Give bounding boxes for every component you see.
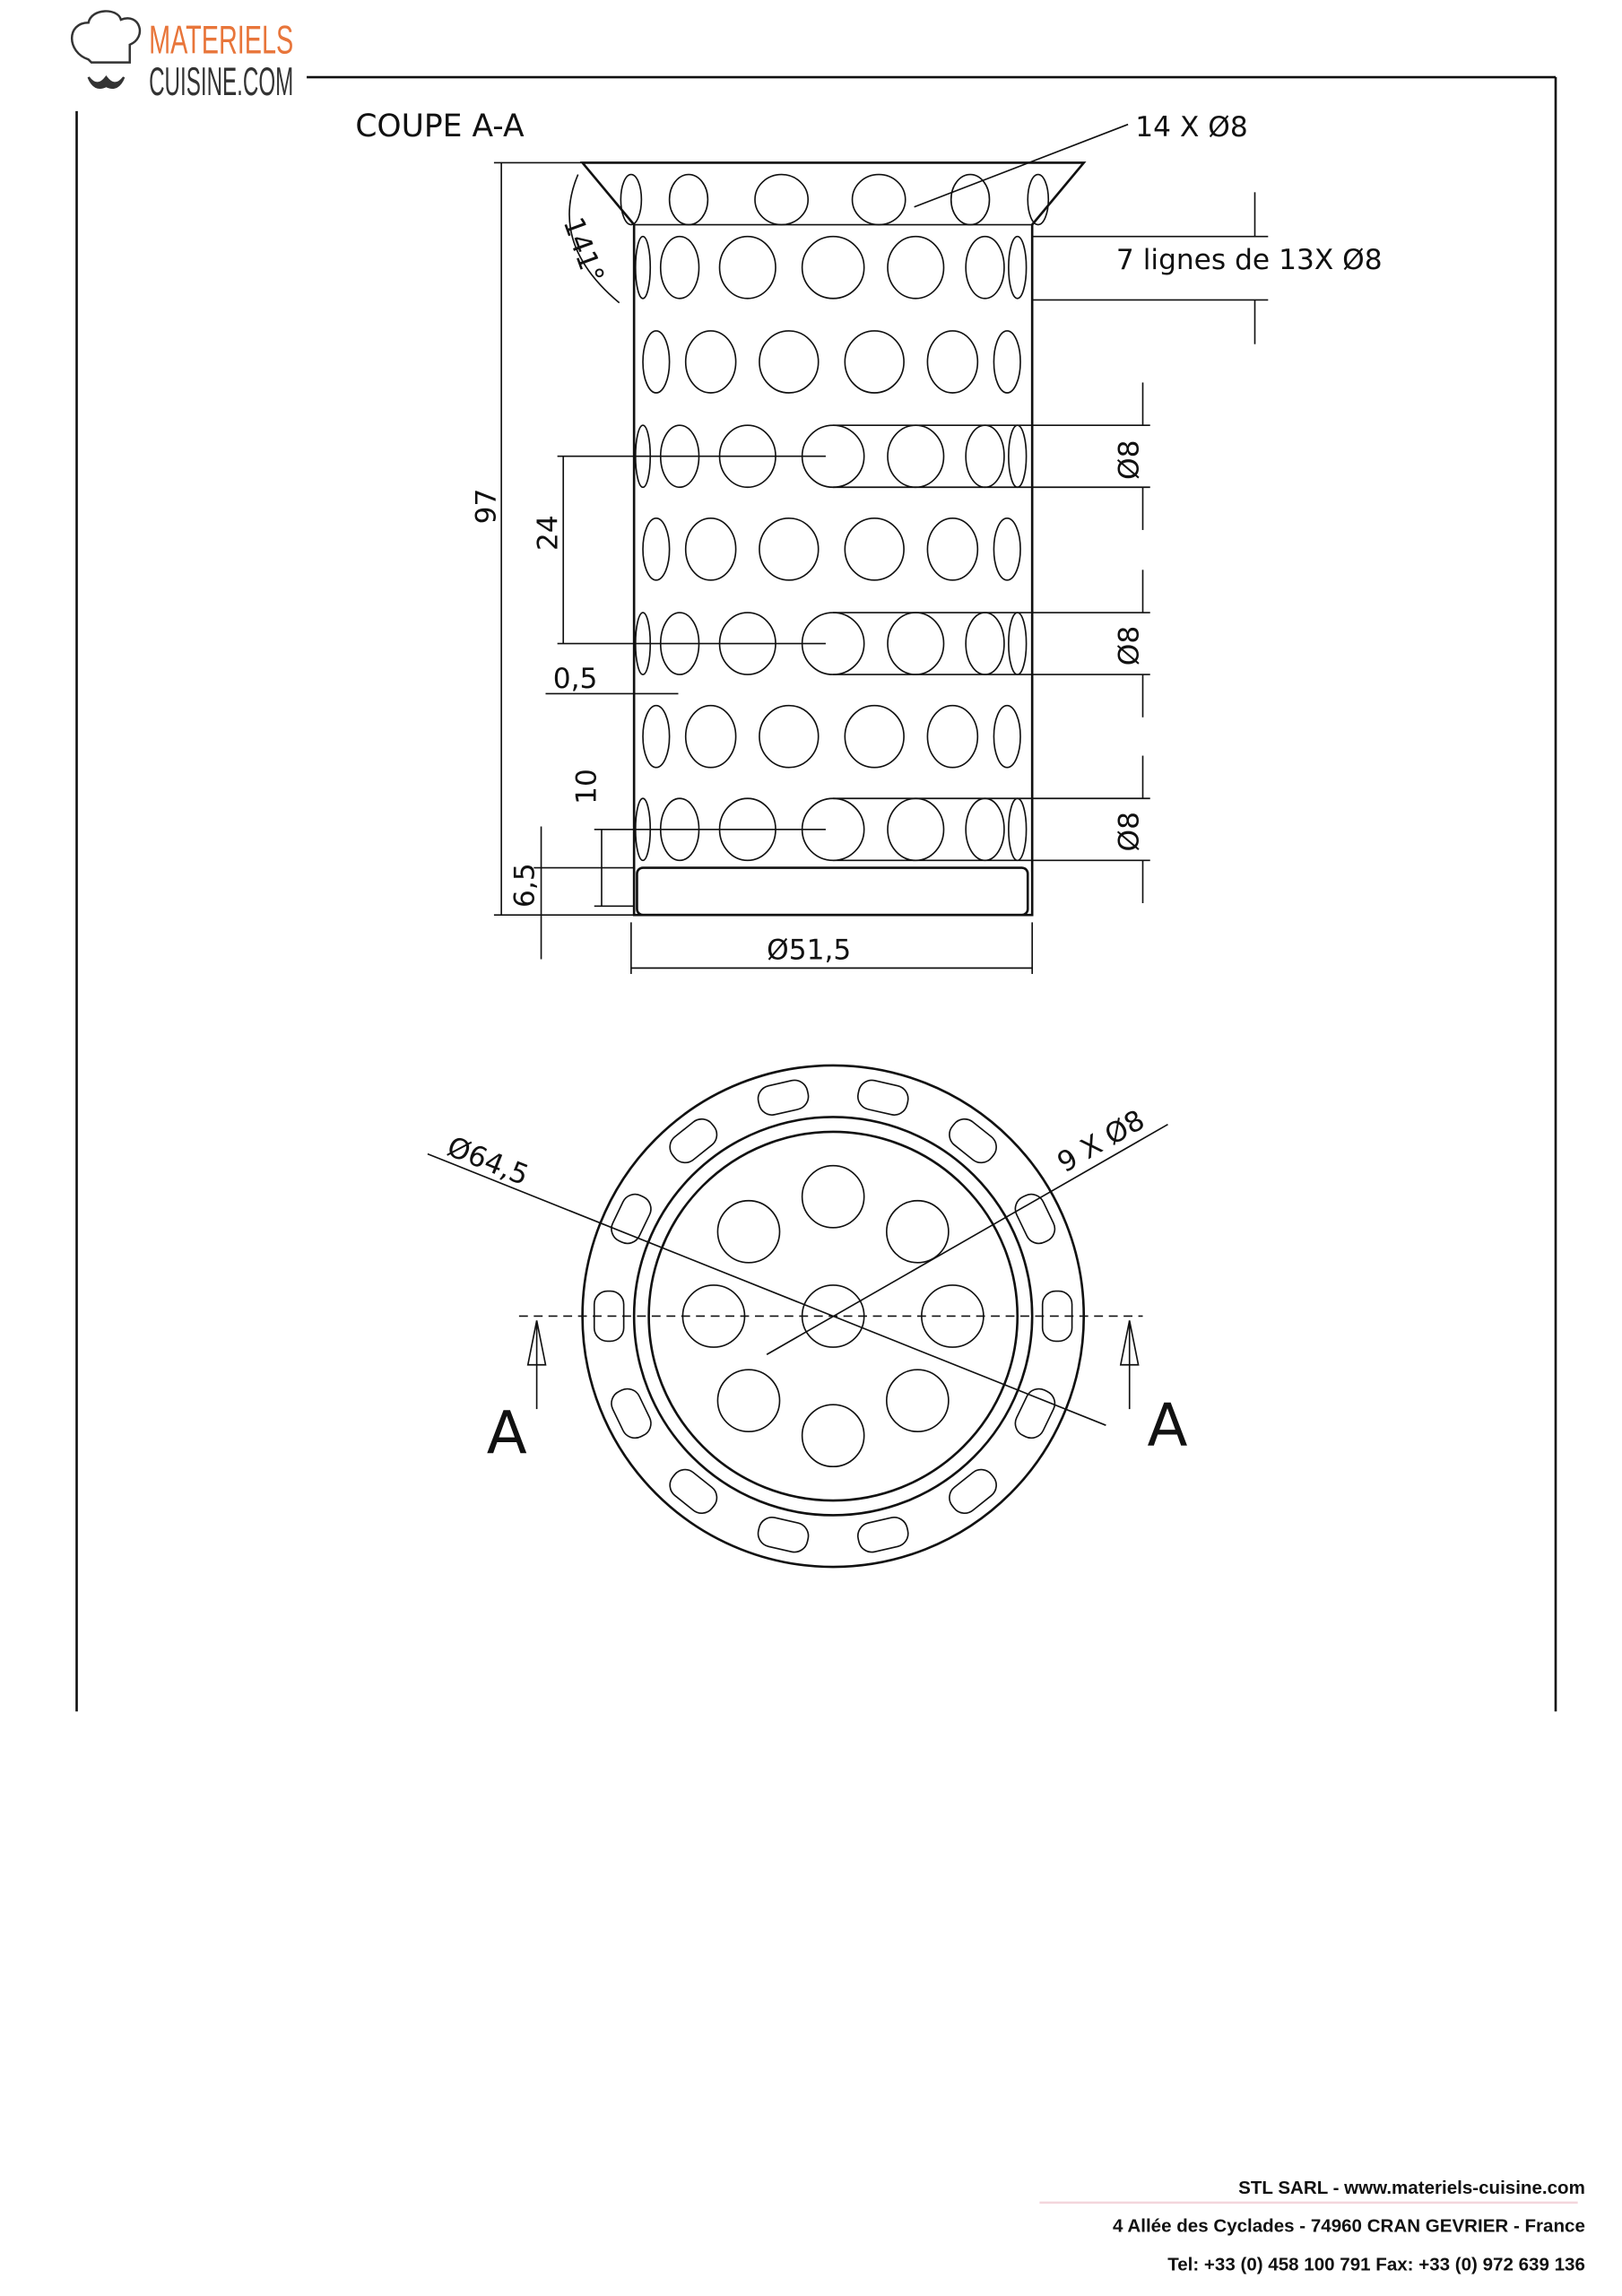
ring-slot xyxy=(856,1517,909,1553)
perforation-hole xyxy=(887,612,945,675)
ring-slot xyxy=(669,1118,718,1164)
flare-hole xyxy=(950,173,991,226)
angle-label: 141° xyxy=(557,213,611,288)
perforation-hole xyxy=(926,330,979,394)
pitch-label: 24 xyxy=(533,515,565,551)
perforation-hole xyxy=(659,235,700,300)
rows-label: 7 lignes de 13X Ø8 xyxy=(1116,244,1383,276)
perforation-hole xyxy=(844,704,905,769)
section-view: 14 X Ø8 7 lignes de 13X Ø8 141° 97 24 0,… xyxy=(471,111,1383,974)
perforation-hole xyxy=(759,330,820,394)
perforation-hole xyxy=(684,330,737,394)
top-view: Ø64,5 9 X Ø8 A A xyxy=(427,1064,1187,1569)
perforation-hole xyxy=(965,235,1005,300)
flare-hole xyxy=(620,173,643,226)
perforation-hole xyxy=(926,704,979,769)
bottom-hole xyxy=(801,1164,865,1229)
bottom-hole xyxy=(886,1369,950,1433)
flare-holes-label: 14 X Ø8 xyxy=(1135,111,1247,144)
ring-slot xyxy=(1014,1387,1056,1439)
perforation-hole xyxy=(965,424,1005,489)
perforation-hole xyxy=(926,517,979,581)
perforation-hole xyxy=(965,797,1005,862)
perforation-hole xyxy=(759,704,820,769)
perforation-hole xyxy=(887,797,945,862)
ring-slot xyxy=(611,1387,652,1439)
ring-slot xyxy=(1014,1193,1056,1245)
ring-slot xyxy=(856,1079,909,1116)
ring-slot xyxy=(611,1193,652,1245)
height-label: 97 xyxy=(471,489,503,525)
flare-hole xyxy=(754,173,810,226)
perforation-hole xyxy=(1008,612,1028,675)
perforation-hole xyxy=(634,235,652,300)
ring-slot xyxy=(949,1118,997,1164)
chef-hat-icon xyxy=(70,10,141,90)
ring-slot xyxy=(757,1079,810,1116)
hole-diameter-label: Ø8 xyxy=(1114,440,1146,480)
ring-slot xyxy=(949,1468,997,1515)
top-diameter-label: Ø64,5 xyxy=(443,1131,533,1193)
section-mark-left: A xyxy=(487,1398,527,1467)
perforation-hole xyxy=(759,517,820,581)
perforation-hole xyxy=(993,517,1021,581)
ring-slot xyxy=(669,1468,718,1515)
perforation-hole xyxy=(684,517,737,581)
perforation-hole xyxy=(1008,424,1028,489)
perforation-hole xyxy=(844,517,905,581)
section-mark-right: A xyxy=(1147,1391,1187,1460)
bottom-holes-label: 9 X Ø8 xyxy=(1052,1104,1149,1179)
flare-hole xyxy=(668,173,709,226)
bottom-offset-label: 10 xyxy=(570,769,603,804)
logo-line1: MATERIELS xyxy=(149,19,293,63)
flare-hole xyxy=(1027,173,1050,226)
logo-line2: CUISINE.COM xyxy=(149,60,293,104)
diameter-label: Ø51,5 xyxy=(767,934,851,966)
perforation-hole xyxy=(993,704,1021,769)
frame xyxy=(75,75,1557,1712)
hole-diameter-label: Ø8 xyxy=(1114,626,1146,665)
base-height-label: 6,5 xyxy=(508,863,541,908)
section-title: COUPE A-A xyxy=(355,109,525,144)
ring-slot xyxy=(757,1517,810,1553)
perforation-hole xyxy=(1008,797,1028,862)
bottom-hole xyxy=(716,1199,781,1264)
hole-diameter-label: Ø8 xyxy=(1114,812,1146,851)
logo: MATERIELS CUISINE.COM xyxy=(70,10,293,104)
perforation-hole xyxy=(642,704,671,769)
perforation-hole xyxy=(684,704,737,769)
bottom-hole xyxy=(716,1369,781,1433)
bottom-hole xyxy=(801,1404,865,1468)
perforation-hole xyxy=(965,612,1005,675)
flare-hole xyxy=(851,173,906,226)
footer: STL SARL - www.materiels-cuisine.com 4 A… xyxy=(1039,2178,1585,2274)
perforation-hole xyxy=(718,235,776,300)
perforation-hole xyxy=(844,330,905,394)
perforation-hole xyxy=(1008,235,1028,300)
thickness-label: 0,5 xyxy=(553,663,598,695)
perforation-hole xyxy=(887,235,945,300)
footer-contact: Tel: +33 (0) 458 100 791 Fax: +33 (0) 97… xyxy=(1167,2254,1585,2274)
perforation-hole xyxy=(642,330,671,394)
perforation-hole xyxy=(993,330,1021,394)
footer-company: STL SARL - www.materiels-cuisine.com xyxy=(1238,2178,1585,2198)
perforation-hole xyxy=(887,424,945,489)
bottom-hole xyxy=(886,1199,950,1264)
perforation-hole xyxy=(801,235,865,300)
footer-address: 4 Allée des Cyclades - 74960 CRAN GEVRIE… xyxy=(1113,2216,1585,2237)
perforation-hole xyxy=(642,517,671,581)
